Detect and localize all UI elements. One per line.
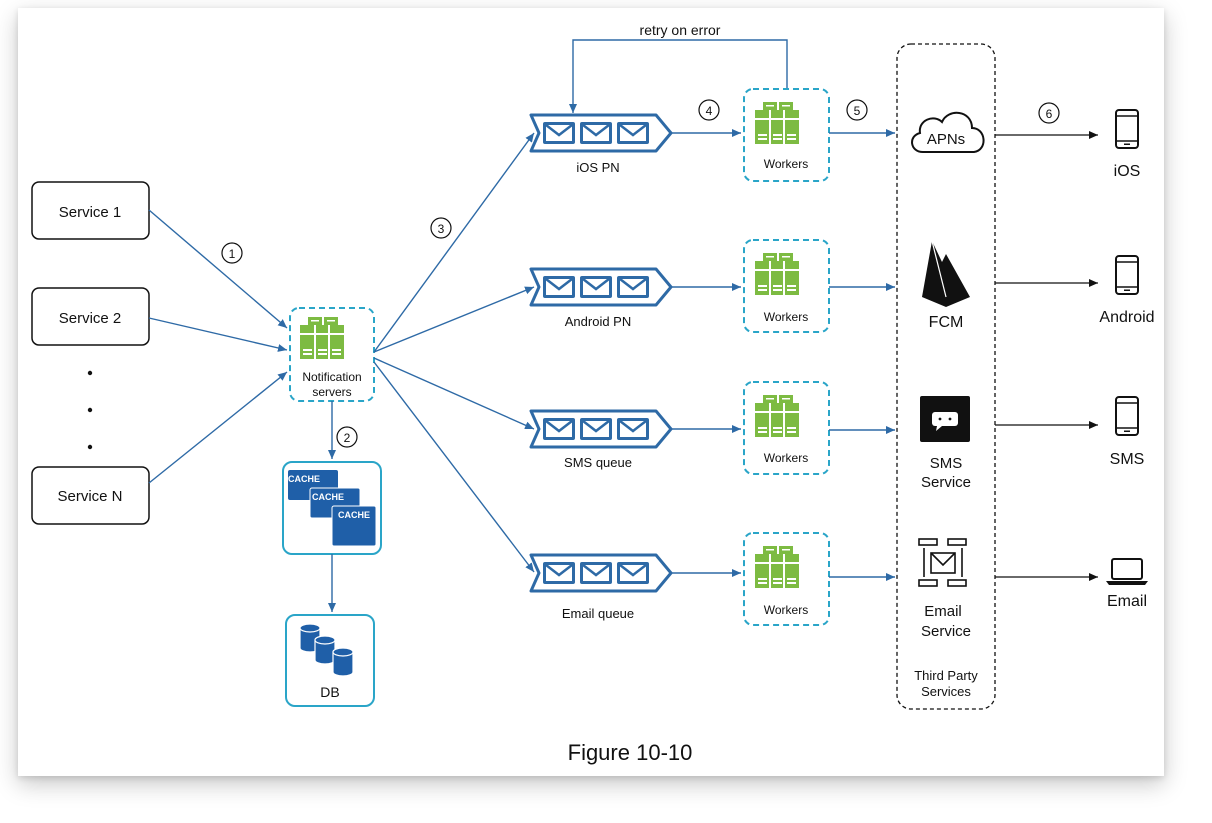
step-5-badge: 5 — [846, 99, 868, 121]
retry-label: retry on error — [640, 22, 721, 38]
step-6-badge: 6 — [1038, 102, 1060, 124]
device-android-label: Android — [1099, 309, 1154, 326]
device-email: Email — [1106, 558, 1148, 610]
sms-service-label-2: Service — [921, 474, 971, 491]
queue-sms-label: SMS queue — [564, 455, 632, 470]
workers-sms-label: Workers — [764, 451, 808, 465]
queue-email: Email queue — [529, 553, 673, 621]
db-label: DB — [320, 684, 339, 700]
device-arrows — [995, 131, 1098, 581]
service-n-label: Service N — [57, 488, 122, 505]
queue-icon — [529, 553, 673, 593]
figure-caption: Figure 10-10 — [568, 740, 693, 765]
step-2-label: 2 — [344, 431, 351, 445]
device-ios-label: iOS — [1114, 163, 1141, 180]
email-service-label-2: Service — [921, 623, 971, 640]
service-1-box: Service 1 — [31, 181, 150, 240]
workers-email-label: Workers — [764, 603, 808, 617]
queue-android-pn-label: Android PN — [565, 314, 631, 329]
email-service: Email Service — [918, 538, 971, 640]
step-2-badge: 2 — [336, 426, 358, 448]
queue-icon — [529, 267, 673, 307]
sms-service-label-1: SMS — [930, 455, 963, 472]
retry-loop: retry on error — [569, 22, 788, 113]
step-3-label: 3 — [438, 222, 445, 236]
queue-ios-pn-label: iOS PN — [576, 160, 619, 175]
database-icon — [299, 623, 354, 677]
workers-ios-label: Workers — [764, 157, 808, 171]
service-arrows — [148, 209, 288, 484]
email-service-label-1: Email — [924, 603, 962, 620]
queue-sms: SMS queue — [529, 409, 673, 470]
workers-ios: Workers — [743, 88, 830, 182]
db-box: DB — [285, 614, 375, 707]
phone-icon — [1115, 396, 1139, 436]
queue-email-label: Email queue — [562, 606, 634, 621]
queue-ios-pn: iOS PN — [529, 113, 673, 175]
device-ios: iOS — [1114, 109, 1141, 180]
cache-label-2: CACHE — [312, 492, 344, 502]
device-android: Android — [1099, 255, 1155, 326]
apns-service: APNs — [911, 112, 985, 153]
step-4-label: 4 — [706, 104, 713, 118]
cache-label-1: CACHE — [288, 474, 320, 484]
step-4-badge: 4 — [698, 99, 720, 121]
queue-icon — [529, 409, 673, 449]
service-2-box: Service 2 — [31, 287, 150, 346]
fcm-label: FCM — [929, 314, 964, 331]
sms-service: SMS Service — [920, 396, 971, 491]
cache-label-3: CACHE — [338, 510, 370, 520]
third-party-label-1: Third Party — [914, 668, 978, 683]
third-party-label-2: Services — [921, 684, 971, 699]
notification-servers: Notification servers — [289, 307, 375, 402]
step-1-label: 1 — [229, 247, 236, 261]
third-party-services-group: Third Party Services — [896, 43, 996, 710]
notification-servers-label-2: servers — [312, 385, 351, 399]
queue-arrows — [373, 132, 535, 573]
cloud-icon — [911, 112, 985, 153]
phone-icon — [1115, 255, 1139, 295]
cache-icon: CACHE CACHE CACHE — [288, 470, 377, 547]
third-party-arrows — [829, 129, 895, 581]
phone-icon — [1115, 109, 1139, 149]
laptop-icon — [1106, 558, 1148, 585]
worker-arrows — [672, 129, 741, 577]
workers-sms: Workers — [743, 381, 830, 475]
device-sms-label: SMS — [1110, 451, 1145, 468]
service-2-label: Service 2 — [59, 310, 122, 327]
step-6-label: 6 — [1046, 107, 1053, 121]
email-network-icon — [918, 538, 967, 587]
queue-android-pn: Android PN — [529, 267, 673, 329]
firebase-icon — [922, 241, 970, 307]
step-3-badge: 3 — [430, 217, 452, 239]
service-1-label: Service 1 — [59, 204, 122, 221]
service-ellipsis — [87, 370, 93, 450]
device-sms: SMS — [1110, 396, 1145, 468]
service-n-box: Service N — [31, 466, 150, 525]
queue-icon — [529, 113, 673, 153]
fcm-service: FCM — [922, 240, 970, 331]
cache-box: CACHE CACHE CACHE — [282, 461, 382, 555]
workers-email: Workers — [743, 532, 830, 626]
step-5-label: 5 — [854, 104, 861, 118]
step-1-badge: 1 — [221, 242, 243, 264]
apns-label: APNs — [927, 131, 965, 148]
workers-android: Workers — [743, 239, 830, 333]
device-email-label: Email — [1107, 593, 1147, 610]
notification-servers-label-1: Notification — [302, 370, 361, 384]
workers-android-label: Workers — [764, 310, 808, 324]
